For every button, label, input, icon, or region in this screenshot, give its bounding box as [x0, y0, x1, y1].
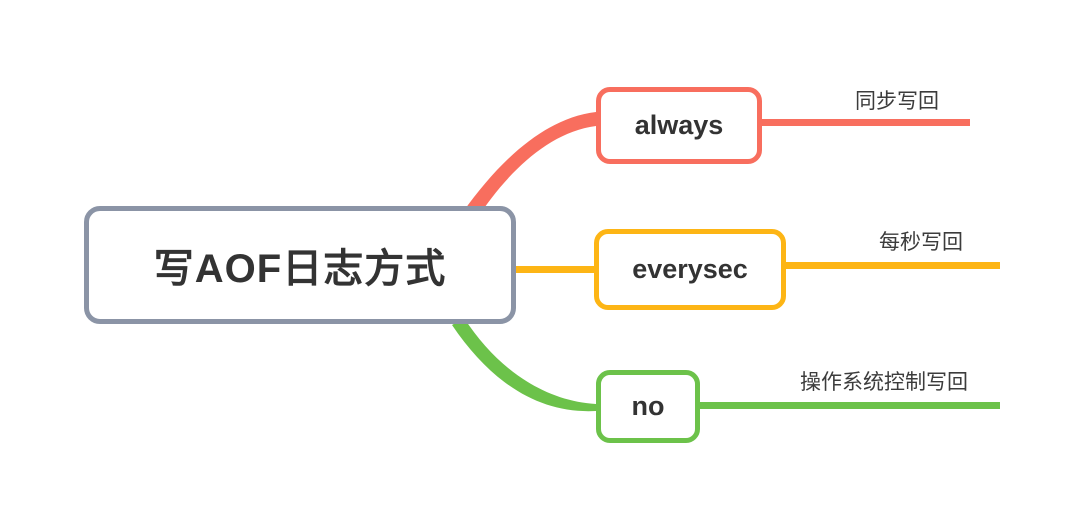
root-node[interactable]: 写AOF日志方式	[84, 206, 516, 324]
connector-everysec-line	[786, 262, 1000, 269]
edge-label-everysec: 每秒写回	[879, 231, 963, 254]
branch-node-always-label: always	[634, 110, 724, 140]
connector-no-curve	[452, 318, 596, 412]
connector-no-line	[700, 402, 1000, 409]
connector-always-curve	[463, 112, 596, 220]
branch-node-always[interactable]: always	[596, 87, 762, 164]
edge-label-no: 操作系统控制写回	[800, 371, 968, 394]
branch-node-everysec[interactable]: everysec	[594, 229, 786, 310]
edge-label-always: 同步写回	[855, 90, 939, 113]
branch-node-no-label: no	[631, 391, 665, 421]
root-node-label: 写AOF日志方式	[153, 247, 447, 291]
branch-node-everysec-label: everysec	[632, 254, 748, 284]
connector-always-line	[762, 119, 970, 126]
branch-node-no[interactable]: no	[596, 370, 700, 443]
connector-everysec-stub	[513, 266, 596, 273]
